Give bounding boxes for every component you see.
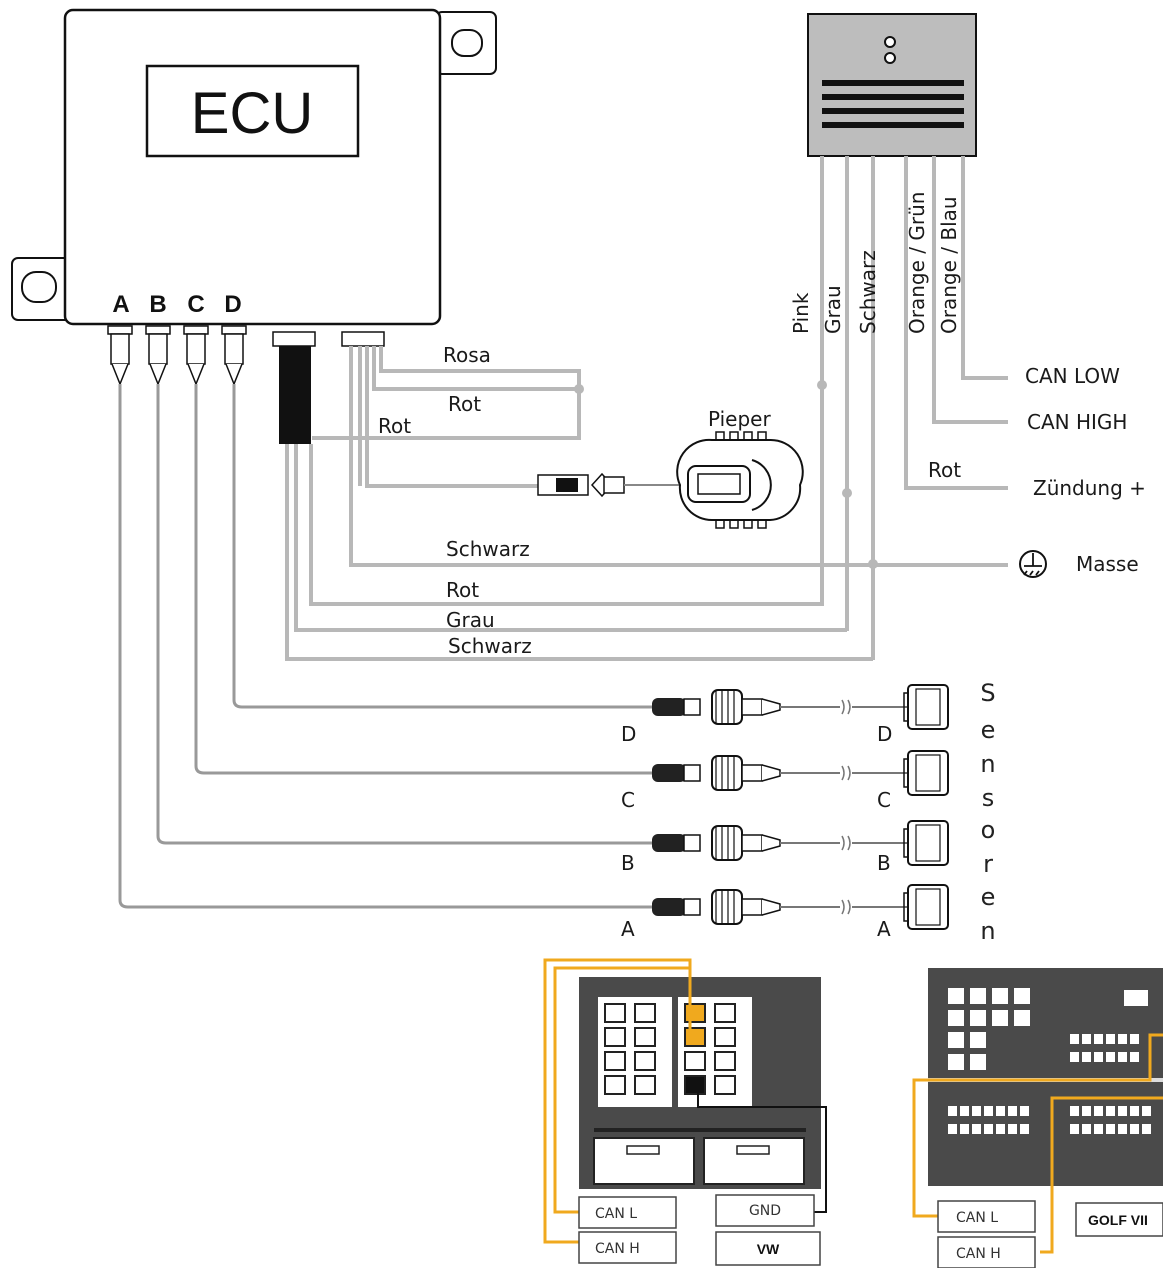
wire-label-grau-vertical: Grau (821, 285, 845, 334)
port-b-label: B (149, 291, 166, 318)
pieper-label: Pieper (708, 407, 771, 431)
vw-gnd-label: GND (749, 1203, 781, 1219)
can-module (807, 13, 977, 157)
sensor-label-left-c: C (621, 788, 635, 812)
wire-label-schwarz-vertical: Schwarz (856, 250, 880, 334)
sensor-plug (652, 764, 686, 782)
vw-brand-label: VW (757, 1241, 780, 1257)
power-connector (272, 331, 385, 444)
wire-label-grau: Grau (446, 608, 495, 632)
ground-icon (1019, 550, 1047, 578)
vw-can-lines (543, 958, 692, 1244)
port-connectors (107, 325, 247, 387)
golf-can-lines (912, 1033, 1163, 1254)
sensor-plug (652, 834, 686, 852)
golf-can-l-label: CAN L (956, 1210, 998, 1226)
vw-can-l-label: CAN L (595, 1206, 637, 1222)
signal-can-low: CAN LOW (1025, 364, 1120, 388)
wire-label-schwarz-lower: Schwarz (448, 634, 532, 658)
signal-zuendung: Zündung + (1033, 476, 1146, 500)
sensoren-letter: n (980, 750, 995, 778)
sensor-label-left-d: D (621, 722, 636, 746)
wire-label-rot-middle: Rot (378, 414, 411, 438)
sensoren-letter: e (981, 883, 996, 911)
sensoren-letter: s (982, 784, 995, 812)
wire-label-rot-right: Rot (928, 458, 961, 482)
wire-label-rosa: Rosa (443, 343, 491, 367)
sensor-label-right-b: B (877, 851, 891, 875)
sensoren-title: S e n s o r e n (980, 679, 995, 945)
sensoren-letter: r (983, 850, 993, 878)
port-a-label: A (112, 291, 129, 318)
sensor-wires (118, 384, 655, 909)
sensor-head (907, 884, 949, 930)
sensor-label-left-b: B (621, 851, 635, 875)
vw-can-h-label: CAN H (595, 1241, 640, 1257)
wire-label-schwarz-upper: Schwarz (446, 537, 530, 561)
ecu-power-wires (285, 346, 1008, 661)
golf-can-h-label: CAN H (956, 1246, 1001, 1262)
wire-label-pink: Pink (789, 292, 813, 334)
sensor-head (907, 820, 949, 866)
signal-can-high: CAN HIGH (1027, 410, 1127, 434)
sensor-plug (652, 898, 686, 916)
sensoren-letter: n (980, 917, 995, 945)
sensor-label-right-a: A (877, 917, 891, 941)
sensor-label-left-a: A (621, 917, 635, 941)
ecu-unit: ECU (11, 8, 497, 326)
pieper-beeper (537, 431, 804, 529)
sensor-rows (652, 684, 949, 930)
sensoren-letter: o (981, 816, 996, 844)
sensor-label-right-d: D (877, 722, 892, 746)
golf-brand-label: GOLF VII (1088, 1212, 1148, 1228)
port-c-label: C (187, 291, 204, 318)
sensoren-letter: S (980, 679, 995, 707)
vw-connector-panel (579, 977, 821, 1189)
golf-connector-panel (928, 968, 1163, 1186)
vw-gnd-line (697, 1080, 827, 1213)
wire-label-rot-lower: Rot (446, 578, 479, 602)
wire-label-rot-upper: Rot (448, 392, 481, 416)
sensor-label-right-c: C (877, 788, 891, 812)
signal-masse: Masse (1076, 552, 1139, 576)
sensor-head (907, 750, 949, 796)
sensor-plug (652, 698, 686, 716)
ecu-title: ECU (191, 81, 313, 146)
wire-label-orange-gruen: Orange / Grün (905, 192, 929, 334)
port-d-label: D (224, 291, 241, 318)
sensoren-letter: e (981, 716, 996, 744)
sensor-head (907, 684, 949, 730)
wire-label-orange-blau: Orange / Blau (937, 196, 961, 334)
